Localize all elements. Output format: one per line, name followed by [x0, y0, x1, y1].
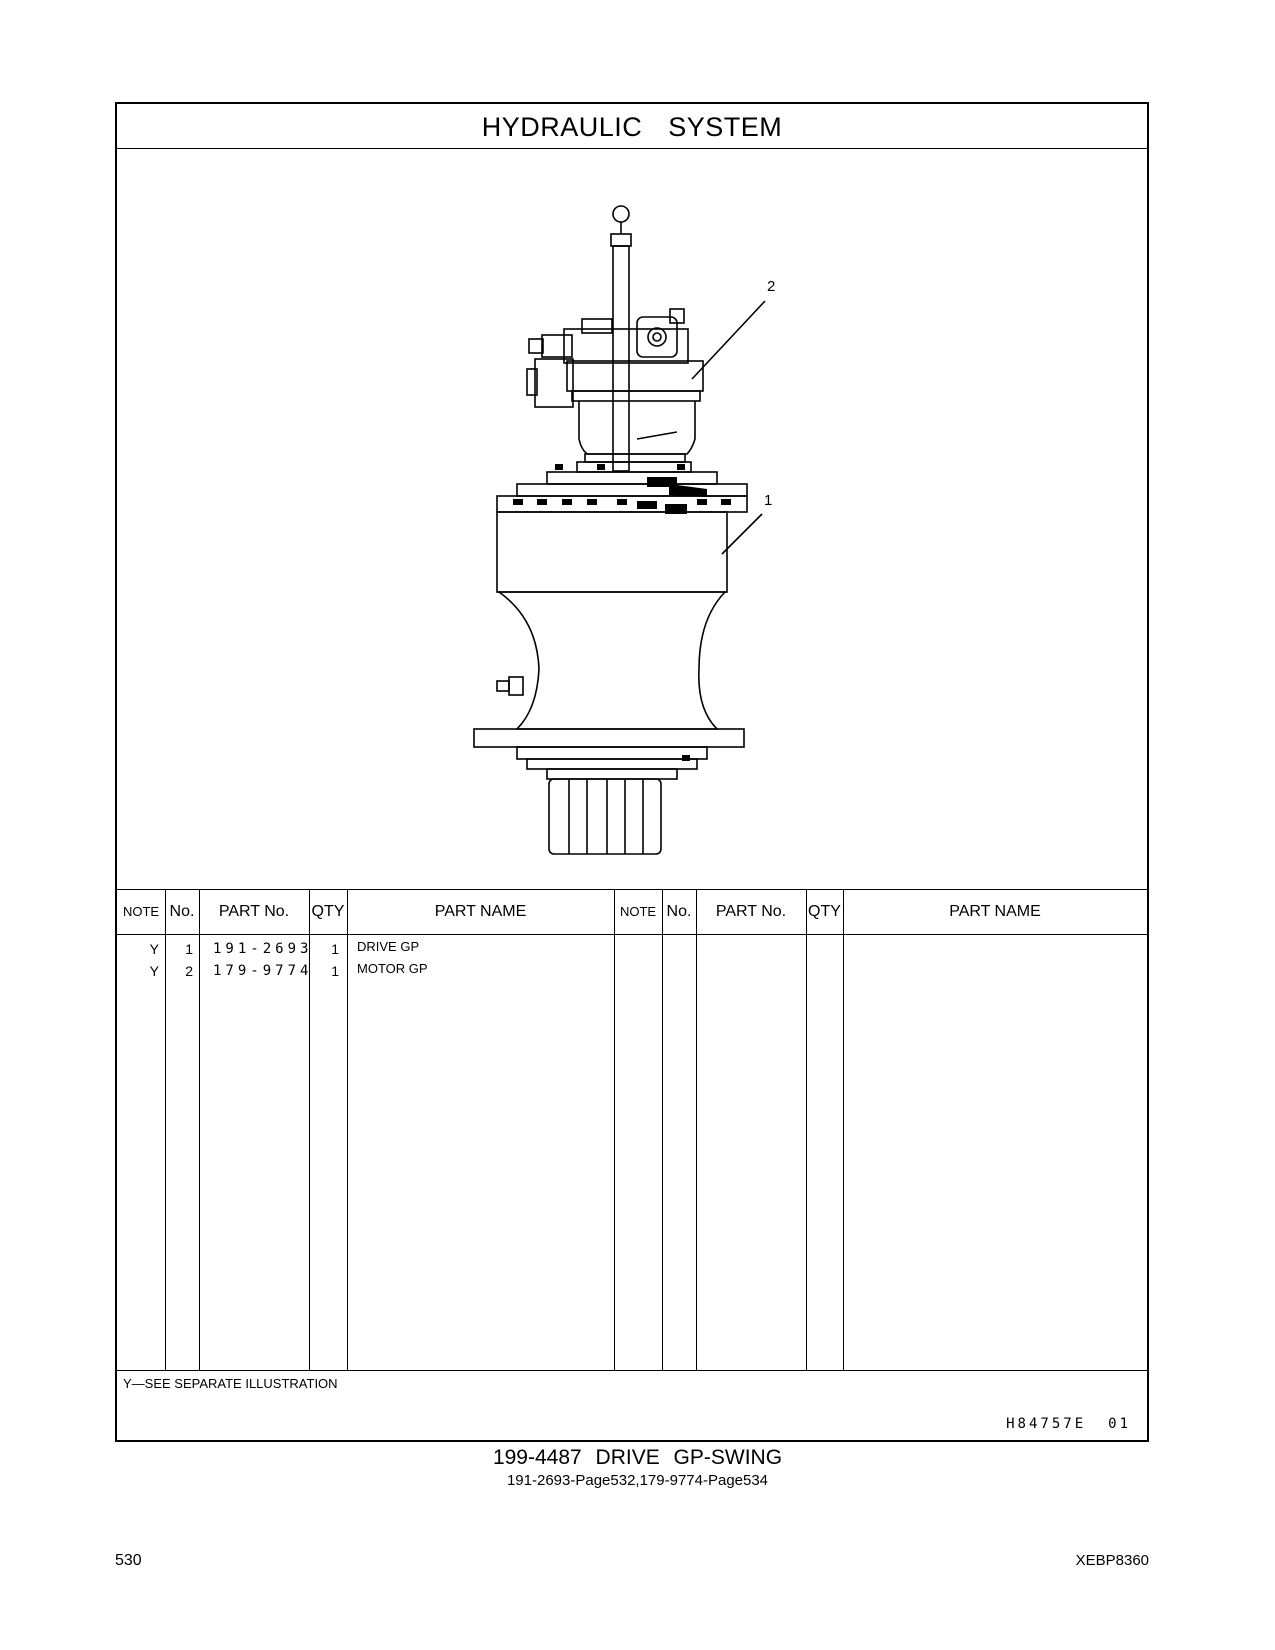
header-part-no: PART No. — [218, 903, 290, 920]
row-1-no: 1 — [185, 941, 193, 957]
row-2-no: 2 — [185, 963, 193, 979]
header-no: No. — [169, 903, 195, 920]
row-2-note: Y — [149, 963, 159, 979]
row-1-qty: 1 — [331, 941, 339, 957]
header-part-name: PART NAME — [434, 903, 527, 920]
leader-line-2 — [691, 300, 766, 380]
mounting-flange — [473, 728, 745, 748]
illustration-code: H84757E 01 — [1006, 1416, 1131, 1432]
header-qty-right: QTY — [808, 903, 841, 920]
swing-drive-drawing: 2 1 — [473, 205, 775, 855]
document-id: XEBP8360 — [1075, 1552, 1149, 1569]
header-no-right: No. — [666, 903, 692, 920]
lift-eye — [612, 205, 630, 223]
dipstick-tube — [612, 245, 630, 472]
page-number: 530 — [115, 1552, 142, 1569]
group-caption: 199-4487 DRIVE GP-SWING — [492, 1446, 783, 1469]
solenoid-box — [534, 358, 574, 408]
motor-body — [566, 360, 704, 392]
swing-drive-illustration: 2 1 — [117, 149, 1147, 891]
header-note-right: NOTE — [619, 904, 657, 919]
pinion-gear — [548, 778, 662, 855]
row-1-part-no: 191-2693 — [213, 941, 313, 957]
footnote: Y—SEE SEPARATE ILLUSTRATION — [123, 1376, 338, 1391]
group-page-refs: 191-2693-Page532,179-9774-Page534 — [506, 1472, 769, 1489]
header-part-no-right: PART No. — [715, 903, 787, 920]
illustration-revision: 01 — [1108, 1416, 1131, 1432]
header-qty: QTY — [311, 903, 345, 920]
callout-1: 1 — [764, 492, 772, 509]
illustration-code-text: H84757E — [1006, 1416, 1087, 1432]
header-note: NOTE — [122, 904, 160, 919]
row-2-qty: 1 — [331, 963, 339, 979]
page-frame: HYDRAULIC SYSTEM — [115, 102, 1149, 1442]
leader-line-1 — [721, 513, 763, 555]
row-2-part-name: MOTOR GP — [357, 961, 428, 976]
callout-2: 2 — [767, 278, 775, 295]
header-part-name-right: PART NAME — [949, 903, 1041, 920]
row-1-part-name: DRIVE GP — [357, 939, 420, 954]
page-title: HYDRAULIC SYSTEM — [117, 104, 1147, 149]
row-2-part-no: 179-9774 — [213, 963, 313, 979]
gearbox-housing — [496, 511, 728, 593]
housing-neck — [498, 591, 726, 730]
row-1-note: Y — [149, 941, 159, 957]
parts-table: NOTE No. PART No. QTY PART NAME NOTE No.… — [117, 889, 1147, 1371]
